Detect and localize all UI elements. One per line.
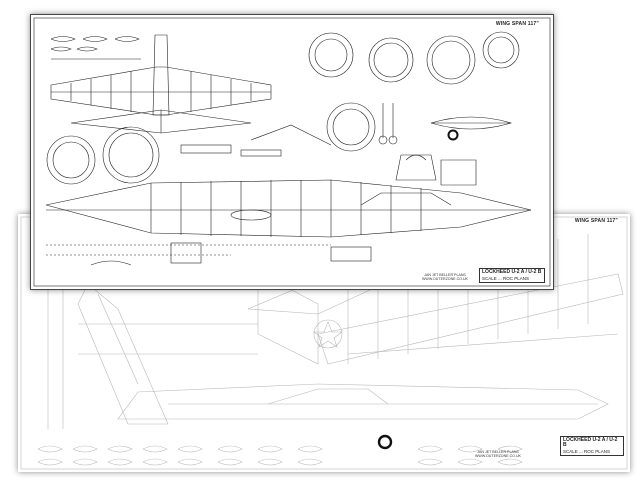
back-subtitle: SCALE ... ROC PLANS — [563, 448, 611, 454]
front-subtitle: SCALE ... ROC PLANS — [482, 275, 530, 281]
front-credit-line1: JAN JET BELLER PLANS — [424, 272, 466, 277]
back-wing-span-label: WING SPAN 117" — [574, 218, 618, 224]
front-title-block: LOCKHEED U-2 A / U-2 B SCALE ... ROC PLA… — [479, 268, 545, 283]
front-plan-sheet: WING SPAN 117" LOCKHEED U-2 A / U-2 B SC… — [30, 14, 554, 290]
back-title: LOCKHEED U-2 A / U-2 B — [563, 436, 618, 448]
front-plan-drawing — [33, 17, 551, 287]
back-credit-line1: JAN JET BELLER PLANS — [477, 449, 519, 454]
front-credit-line2: WWW.OUTERZONE.CO.UK — [422, 276, 468, 281]
front-wing-span-label: WING SPAN 117" — [495, 21, 539, 27]
cg-marker-back — [377, 434, 393, 450]
cg-marker-front — [447, 129, 459, 141]
front-credit: JAN JET BELLER PLANS WWW.OUTERZONE.CO.UK — [413, 273, 477, 281]
back-title-block: LOCKHEED U-2 A / U-2 B SCALE ... ROC PLA… — [560, 435, 624, 456]
back-credit-line2: WWW.OUTERZONE.CO.UK — [475, 453, 521, 458]
front-title: LOCKHEED U-2 A / U-2 B — [482, 269, 542, 275]
back-credit: JAN JET BELLER PLANS WWW.OUTERZONE.CO.UK — [466, 450, 530, 458]
